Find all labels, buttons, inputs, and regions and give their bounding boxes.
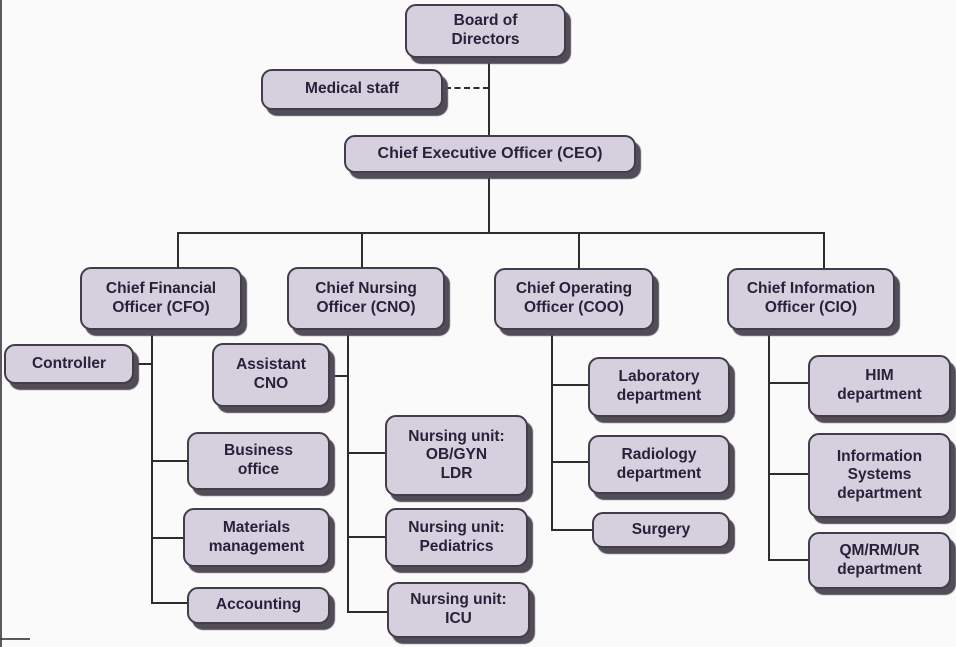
scan-corner-mark (0, 638, 30, 640)
node-board-of-directors: Board of Directors (405, 4, 566, 58)
connector-spine-cfo (151, 329, 153, 604)
connector-stub-laboratory (551, 384, 590, 386)
node-ceo: Chief Executive Officer (CEO) (344, 135, 636, 173)
connector-stub-him (768, 382, 810, 384)
node-cio: Chief Information Officer (CIO) (727, 268, 895, 330)
connector-drop-cio (823, 232, 825, 269)
node-surgery: Surgery (592, 512, 730, 548)
connector-stub-qmrmur (768, 559, 810, 561)
connector-stub-materials (151, 537, 185, 539)
node-him-department: HIM department (808, 355, 951, 417)
node-cfo: Chief Financial Officer (CFO) (80, 267, 242, 330)
connector-board-ceo (488, 57, 490, 137)
node-accounting: Accounting (187, 587, 330, 624)
connector-stub-radiology (551, 461, 590, 463)
scan-left-border (0, 0, 2, 647)
node-cno: Chief Nursing Officer (CNO) (287, 267, 445, 330)
node-radiology-department: Radiology department (588, 435, 730, 494)
connector-spine-cno (347, 329, 349, 613)
connector-stub-surgery (551, 529, 594, 531)
connector-stub-accounting (151, 602, 189, 604)
connector-drop-cno (361, 232, 363, 268)
connector-drop-coo (578, 232, 580, 269)
connector-stub-info-systems (768, 473, 810, 475)
connector-drop-cfo (177, 232, 179, 268)
connector-ceo-bus (488, 171, 490, 233)
node-laboratory-department: Laboratory department (588, 357, 730, 417)
node-medical-staff: Medical staff (261, 69, 443, 110)
connector-spine-coo (551, 329, 553, 531)
connector-stub-nursing-icu (347, 611, 389, 613)
node-materials-management: Materials management (183, 508, 330, 567)
connector-main-bus (177, 232, 825, 234)
node-qm-rm-ur-department: QM/RM/UR department (808, 532, 951, 589)
connector-spine-cio (768, 329, 770, 561)
connector-stub-nursing-pediatrics (347, 536, 387, 538)
node-nursing-unit-pediatrics: Nursing unit: Pediatrics (385, 508, 528, 567)
connector-stub-assistant-cno (330, 375, 349, 377)
connector-stub-controller (134, 363, 153, 365)
node-nursing-unit-obgyn-ldr: Nursing unit: OB/GYN LDR (385, 415, 528, 496)
node-nursing-unit-icu: Nursing unit: ICU (387, 582, 530, 638)
node-coo: Chief Operating Officer (COO) (494, 268, 654, 330)
connector-stub-nursing-obgyn (347, 452, 387, 454)
connector-stub-business-office (151, 460, 189, 462)
node-information-systems-department: Information Systems department (808, 433, 951, 518)
node-assistant-cno: Assistant CNO (212, 343, 330, 407)
connector-medical-staff-dashed (445, 87, 489, 89)
node-controller: Controller (4, 344, 134, 384)
node-business-office: Business office (187, 432, 330, 490)
